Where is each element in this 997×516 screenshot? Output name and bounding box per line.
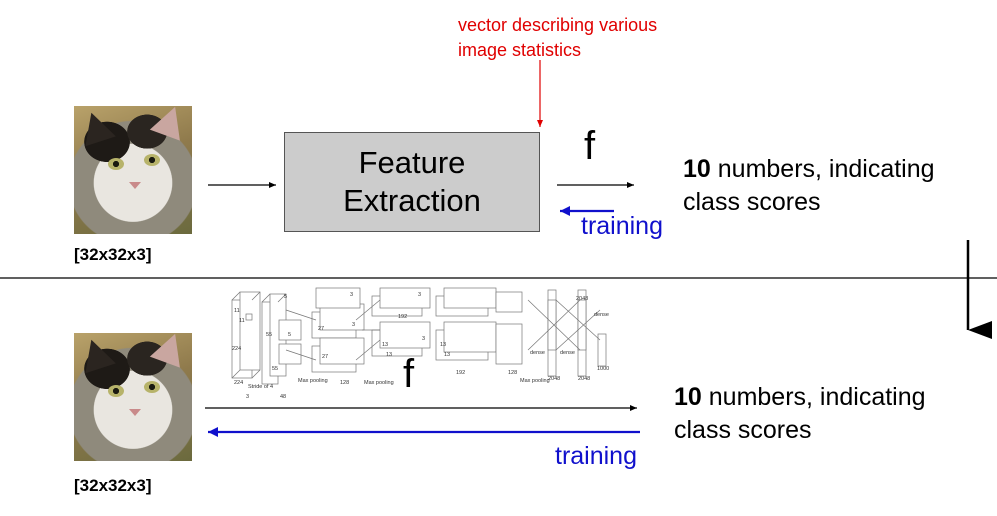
output-count-bottom: 10	[674, 383, 702, 411]
cnn-conv3	[371, 287, 431, 357]
cnn-tick-label: Max pooling	[298, 378, 328, 384]
cnn-dense-layers	[527, 289, 607, 377]
cnn-tick-label: Max pooling	[364, 380, 394, 386]
cat-nose	[129, 182, 141, 189]
cnn-tick-label: 11	[234, 308, 240, 314]
cnn-conv2	[311, 287, 365, 373]
cnn-tick-label: 2048	[578, 376, 590, 382]
cnn-tick-label: 13	[444, 352, 450, 358]
training-label-bottom: training	[555, 442, 637, 470]
cnn-tick-label: 3	[352, 322, 355, 328]
cnn-tick-label: 48	[280, 394, 286, 400]
output-count-top: 10	[683, 155, 711, 183]
output-line-2-top: class scores	[683, 188, 821, 216]
cnn-tick-label: 5	[288, 332, 291, 338]
cat-image-top	[74, 106, 192, 234]
function-label-bottom: f	[403, 352, 415, 396]
cnn-conv5	[495, 291, 523, 365]
cnn-tick-label: 3	[422, 336, 425, 342]
cnn-tick-label: 11	[239, 318, 245, 324]
cnn-input-volume	[231, 291, 261, 379]
cnn-tick-label: dense	[594, 312, 609, 318]
cnn-figure-labels: 11 11 224 224 3 Stride of 4 55 55 48 5 5…	[232, 292, 609, 400]
cnn-tick-label: 128	[508, 370, 517, 376]
cnn-tick-label: 224	[232, 346, 241, 352]
cnn-tick-label: 2048	[548, 376, 560, 382]
cat-eye-left	[108, 385, 124, 397]
annotation-line-1: vector describing various	[458, 15, 658, 35]
cnn-tick-label: 192	[398, 314, 407, 320]
cnn-tick-label: 192	[456, 370, 465, 376]
cat-eye-right	[144, 381, 160, 393]
cat-nose	[129, 409, 141, 416]
output-line-1-rest-bottom: numbers, indicating	[701, 383, 926, 411]
cnn-tick-label: 13	[382, 342, 388, 348]
cnn-conv4	[435, 287, 497, 361]
feature-box-line-2: Extraction	[343, 183, 481, 218]
training-label-top: training	[581, 212, 663, 240]
cnn-tick-label: dense	[560, 350, 575, 356]
feature-extraction-box: Feature Extraction	[284, 132, 540, 232]
cnn-tick-label: 13	[386, 352, 392, 358]
cnn-tick-label: 224	[234, 380, 243, 386]
cnn-tick-label: 1000	[597, 366, 609, 372]
annotation-line-2: image statistics	[458, 40, 582, 60]
cnn-tick-label: dense	[530, 350, 545, 356]
cnn-tick-label: 27	[318, 326, 324, 332]
cnn-architecture-figure	[231, 287, 607, 385]
cnn-tick-label: Max pooling	[520, 378, 550, 384]
output-line-2-bottom: class scores	[674, 416, 812, 444]
image-dims-label-top: [32x32x3]	[74, 245, 152, 264]
cnn-tick-label: 5	[284, 294, 287, 300]
cat-eye-left	[108, 158, 124, 170]
cnn-tick-label: 55	[266, 332, 272, 338]
cnn-tick-label: Stride of 4	[248, 384, 273, 390]
output-description-bottom: 10 numbers, indicating class scores	[674, 381, 926, 447]
feature-box-line-1: Feature	[358, 145, 466, 180]
cnn-tick-label: 55	[272, 366, 278, 372]
cnn-tick-label: 3	[246, 394, 249, 400]
cnn-tick-label: 3	[418, 292, 421, 298]
output-line-1-top: 10 numbers, indicating	[683, 153, 935, 186]
cnn-conv1	[261, 293, 302, 385]
cat-eye-right	[144, 154, 160, 166]
cnn-tick-label: 13	[440, 342, 446, 348]
output-line-1-rest-top: numbers, indicating	[710, 155, 935, 183]
output-description-top: 10 numbers, indicating class scores	[683, 153, 935, 219]
output-line-1-bottom: 10 numbers, indicating	[674, 381, 926, 414]
cat-image-bottom	[74, 333, 192, 461]
cnn-tick-label: 27	[322, 354, 328, 360]
function-label-top: f	[584, 124, 596, 168]
image-dims-label-bottom: [32x32x3]	[74, 476, 152, 495]
cnn-tick-label: 128	[340, 380, 349, 386]
cnn-tick-label: 2048	[576, 296, 588, 302]
cnn-tick-label: 3	[350, 292, 353, 298]
